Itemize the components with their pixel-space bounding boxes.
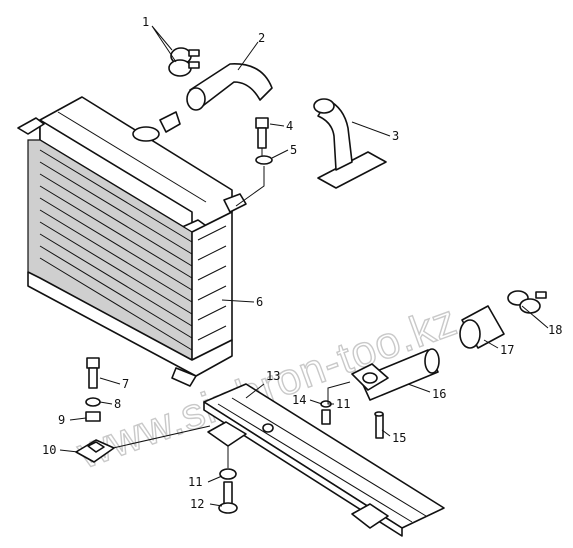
frame-front-face xyxy=(203,401,403,537)
lead-13 xyxy=(245,383,265,399)
lead-7 xyxy=(99,377,121,385)
callout-1: 1 xyxy=(142,15,149,29)
callout-4: 4 xyxy=(286,119,293,133)
nut-9 xyxy=(85,411,101,422)
washer-5 xyxy=(255,155,273,165)
callout-6: 6 xyxy=(256,295,263,309)
washer-8 xyxy=(85,397,101,407)
frame-ribs xyxy=(217,397,427,523)
lead-11a xyxy=(327,381,351,405)
bolt-4-head xyxy=(255,117,269,129)
radiator-tank-seam xyxy=(57,111,207,203)
outlet-opening xyxy=(313,98,335,114)
callout-15: 15 xyxy=(392,431,406,445)
lead-12 xyxy=(209,503,223,507)
lead-6 xyxy=(221,299,255,303)
callout-11-upper: 11 xyxy=(336,397,350,411)
callout-16: 16 xyxy=(432,387,446,401)
callout-17: 17 xyxy=(500,343,514,357)
frame-pad-left xyxy=(207,421,247,447)
callout-12: 12 xyxy=(190,497,204,511)
radiator-bottom-tank xyxy=(27,271,233,377)
lead-15 xyxy=(381,429,391,437)
lead-5 xyxy=(271,149,289,159)
upper-hose-end xyxy=(186,87,206,111)
clamp-18b xyxy=(519,298,541,314)
callout-9: 9 xyxy=(58,413,65,427)
callout-10: 10 xyxy=(42,443,56,457)
callout-8: 8 xyxy=(114,397,121,411)
lead-2 xyxy=(237,41,259,71)
radiator xyxy=(17,96,247,387)
mount-10-insert xyxy=(87,441,105,453)
lead-4 xyxy=(269,123,285,127)
leader-lines xyxy=(59,25,549,507)
clamp-screw-1a xyxy=(188,49,200,57)
callout-11-lower: 11 xyxy=(188,475,202,489)
clamp-screw-18 xyxy=(535,291,547,299)
callouts: 1 2 3 4 5 6 7 8 9 10 11 11 12 13 14 15 1… xyxy=(42,15,562,511)
lower-pipe-body xyxy=(359,349,439,401)
hose-17-end xyxy=(459,319,481,349)
lead-14 xyxy=(309,399,323,405)
lead-10 xyxy=(59,449,79,453)
lower-pipe-port xyxy=(362,372,378,384)
callout-5: 5 xyxy=(290,143,297,157)
pin-15 xyxy=(375,413,384,439)
lead-3 xyxy=(351,121,391,137)
lead-17 xyxy=(483,339,499,349)
callout-7: 7 xyxy=(122,377,129,391)
support-frame xyxy=(112,383,445,537)
bolt-washer-top xyxy=(235,117,273,207)
radiator-ear-left xyxy=(17,117,45,135)
pin-15-top xyxy=(374,411,384,417)
outlet-pipe xyxy=(313,98,387,189)
lower-pipe xyxy=(351,348,440,401)
upper-hose-body xyxy=(189,63,273,109)
clamp-screw-1b xyxy=(188,61,200,69)
lead-11b xyxy=(207,475,223,483)
frame-pad-right xyxy=(351,503,389,529)
callout-3: 3 xyxy=(392,129,399,143)
washer-11b xyxy=(219,468,237,480)
radiator-bottom-foot xyxy=(171,367,197,387)
upper-hose xyxy=(186,63,273,111)
lead-18 xyxy=(521,305,549,329)
overflow-pipe xyxy=(159,111,181,133)
callout-18: 18 xyxy=(548,323,562,337)
small-hardware xyxy=(320,400,384,439)
filler-cap xyxy=(132,126,160,142)
bolt-12-shank xyxy=(223,481,233,505)
bolt-7-shank xyxy=(88,367,98,389)
hose-clamps xyxy=(168,47,200,77)
lead-16 xyxy=(407,383,431,393)
radiator-ear-right xyxy=(223,193,247,213)
callout-14: 14 xyxy=(292,393,306,407)
radiator-side-lines xyxy=(197,225,227,341)
lower-pipe-end xyxy=(424,348,440,374)
frame-bolt xyxy=(218,446,238,514)
bolt-4-axis xyxy=(235,148,265,207)
bolt-14 xyxy=(321,409,331,425)
lower-mount-hardware xyxy=(75,357,115,463)
frame-hole xyxy=(262,423,274,433)
mount-10-lead xyxy=(112,425,211,449)
bolt-4-shank xyxy=(257,127,267,149)
radiator-fins xyxy=(39,149,193,351)
lead-1 xyxy=(151,25,177,63)
lower-hose-group xyxy=(459,290,547,349)
lead-8 xyxy=(99,401,113,405)
bolt-7-head xyxy=(86,357,100,369)
clamp-1b xyxy=(168,59,192,77)
callout-13: 13 xyxy=(266,369,280,383)
lead-9 xyxy=(69,417,87,421)
bolt-12-head xyxy=(218,502,238,514)
callout-2: 2 xyxy=(258,31,265,45)
